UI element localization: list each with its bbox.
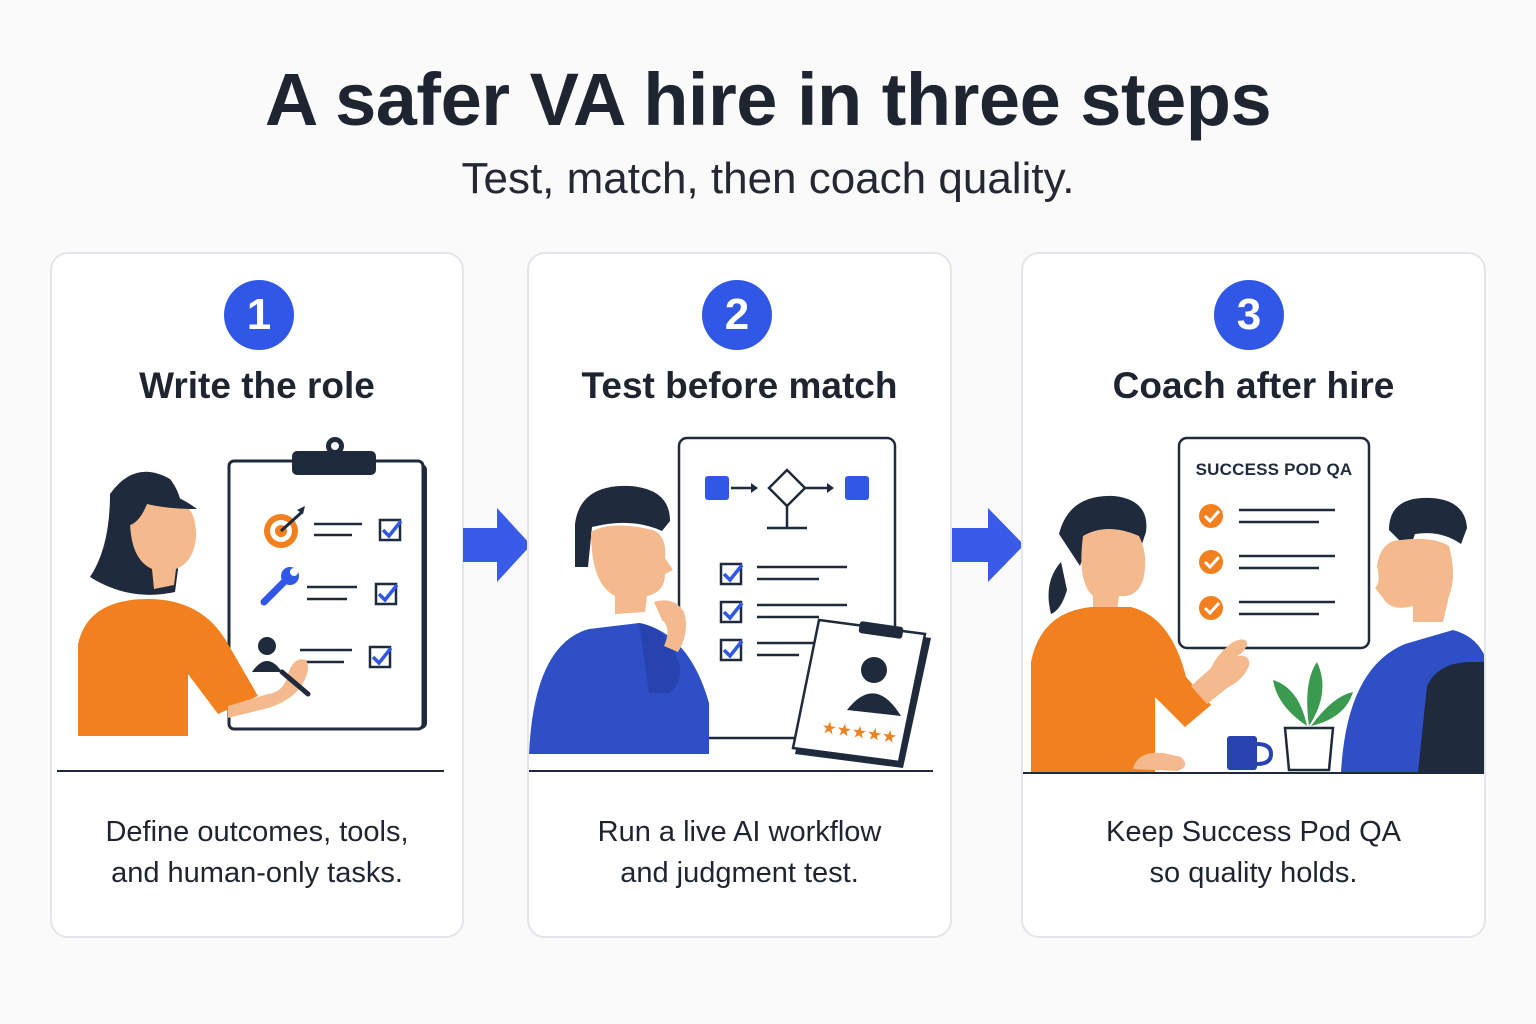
check-circle-icon [1199, 596, 1223, 620]
woman-coach [1031, 495, 1250, 772]
description-line: and human-only tasks. [111, 857, 403, 889]
check-circle-icon [1199, 550, 1223, 574]
step-number-badge: 2 [702, 280, 772, 350]
step-card-2: 2 Test before match [527, 252, 952, 938]
description-line: Define outcomes, tools, [105, 816, 409, 848]
right-arrow-icon [463, 508, 531, 582]
step-description: Run a live AI workflow and judgment test… [549, 812, 930, 894]
qa-sheet-title: SUCCESS POD QA [1195, 460, 1353, 479]
coach-scene [1023, 436, 1484, 774]
wrench-icon [260, 567, 299, 606]
person-icon [252, 637, 282, 672]
checkbox-icon [719, 638, 744, 662]
step-description: Define outcomes, tools, and human-only t… [72, 812, 442, 894]
step-title: Write the role [139, 365, 375, 406]
checkbox-icon [374, 582, 399, 606]
checkbox-icon [719, 562, 744, 586]
page-subtitle: Test, match, then coach quality. [461, 154, 1075, 203]
description-line: Keep Success Pod QA [1106, 816, 1401, 848]
target-icon [264, 506, 305, 548]
man-listener [1341, 497, 1484, 772]
checkbox-icon [378, 518, 403, 542]
man-thinking [529, 485, 709, 754]
step-title: Coach after hire [1112, 365, 1395, 406]
clipboard [227, 437, 427, 731]
coach-illustration: SUCCESS POD QA [1023, 424, 1484, 784]
step-title: Test before match [581, 365, 898, 406]
check-circle-icon [1199, 504, 1223, 528]
flowchart-icon [705, 468, 869, 530]
description-line: and judgment test. [620, 857, 859, 889]
step-number-badge: 3 [1214, 280, 1284, 350]
step-card-3: 3 Coach after hire [1021, 252, 1486, 938]
mug-icon [1227, 736, 1274, 770]
test-match-illustration: ★★★★★ [529, 436, 933, 772]
checkbox-icon [719, 600, 744, 624]
step-description: Keep Success Pod QA so quality holds. [1043, 812, 1464, 894]
description-line: so quality holds. [1149, 857, 1358, 889]
checkbox-icon [368, 645, 393, 669]
step-card-1: 1 Write the role [50, 252, 464, 938]
woman-writing [78, 471, 311, 736]
right-arrow-icon [952, 508, 1024, 582]
plant-icon [1273, 662, 1353, 772]
candidate-profile-card: ★★★★★ [791, 618, 931, 768]
qa-sheet [1177, 436, 1371, 650]
write-role-illustration [57, 437, 444, 772]
step-number-badge: 1 [224, 280, 294, 350]
description-line: Run a live AI workflow [597, 816, 882, 848]
page-title: A safer VA hire in three steps [264, 58, 1272, 141]
